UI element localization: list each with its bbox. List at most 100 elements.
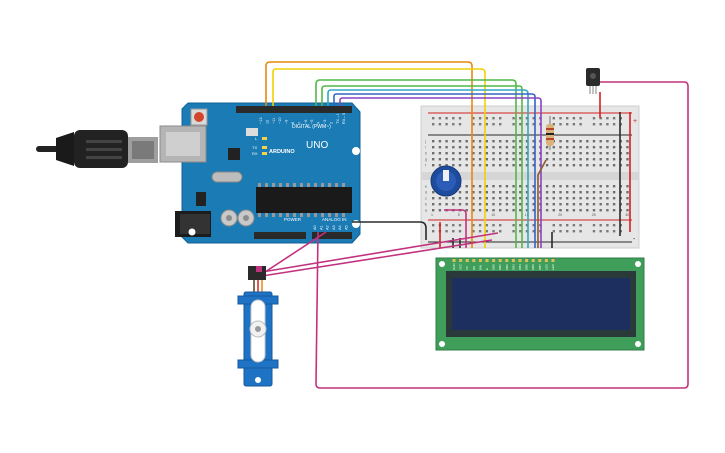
terminal-hole[interactable] [559,140,562,143]
terminal-hole[interactable] [572,158,576,161]
terminal-hole[interactable] [612,152,616,155]
rail-hole[interactable] [592,123,596,126]
terminal-hole[interactable] [458,152,462,155]
rail-hole[interactable] [572,117,576,120]
terminal-hole[interactable] [579,146,582,149]
terminal-hole[interactable] [519,158,522,161]
terminal-hole[interactable] [592,197,596,200]
terminal-hole[interactable] [559,158,562,161]
rail-hole[interactable] [438,123,442,126]
terminal-hole[interactable] [485,191,488,194]
terminal-hole[interactable] [532,146,535,149]
rail-hole[interactable] [432,117,435,120]
terminal-hole[interactable] [492,146,495,149]
terminal-hole[interactable] [452,158,455,161]
terminal-hole[interactable] [586,152,589,155]
rail-hole[interactable] [552,224,555,227]
terminal-hole[interactable] [525,140,529,143]
terminal-hole[interactable] [586,164,589,167]
terminal-hole[interactable] [579,140,582,143]
terminal-hole[interactable] [566,197,569,200]
terminal-hole[interactable] [485,164,488,167]
terminal-hole[interactable] [606,158,609,161]
terminal-hole[interactable] [532,197,535,200]
terminal-hole[interactable] [492,140,495,143]
terminal-hole[interactable] [458,203,462,206]
terminal-hole[interactable] [559,152,562,155]
terminal-hole[interactable] [519,209,522,212]
terminal-hole[interactable] [478,185,482,188]
terminal-hole[interactable] [472,164,475,167]
terminal-hole[interactable] [438,140,442,143]
rail-hole[interactable] [599,230,602,233]
terminal-hole[interactable] [438,203,442,206]
rail-hole[interactable] [478,230,482,233]
terminal-hole[interactable] [458,197,462,200]
terminal-hole[interactable] [532,203,535,206]
terminal-hole[interactable] [465,146,468,149]
terminal-hole[interactable] [512,140,515,143]
terminal-hole[interactable] [579,191,582,194]
rail-hole[interactable] [592,224,596,227]
terminal-hole[interactable] [606,185,609,188]
rail-hole[interactable] [532,224,535,227]
rail-hole[interactable] [579,117,582,120]
rail-hole[interactable] [499,230,502,233]
terminal-hole[interactable] [612,140,616,143]
terminal-hole[interactable] [432,197,435,200]
terminal-hole[interactable] [499,191,502,194]
terminal-hole[interactable] [492,191,495,194]
terminal-hole[interactable] [566,209,569,212]
rail-hole[interactable] [612,123,616,126]
rail-hole[interactable] [485,117,488,120]
lcd-pin[interactable] [492,259,496,262]
terminal-hole[interactable] [492,209,495,212]
terminal-hole[interactable] [499,164,502,167]
rail-hole[interactable] [512,230,515,233]
rail-hole[interactable] [525,224,529,227]
terminal-hole[interactable] [458,146,462,149]
terminal-hole[interactable] [532,158,535,161]
terminal-hole[interactable] [579,164,582,167]
rail-hole[interactable] [532,230,535,233]
terminal-hole[interactable] [472,191,475,194]
terminal-hole[interactable] [432,203,435,206]
rail-hole[interactable] [532,123,535,126]
terminal-hole[interactable] [452,203,455,206]
terminal-hole[interactable] [626,152,629,155]
terminal-hole[interactable] [452,197,455,200]
terminal-hole[interactable] [512,191,515,194]
rail-hole[interactable] [472,123,475,126]
terminal-hole[interactable] [579,152,582,155]
terminal-hole[interactable] [606,197,609,200]
terminal-hole[interactable] [478,158,482,161]
terminal-hole[interactable] [606,140,609,143]
terminal-hole[interactable] [492,185,495,188]
rail-hole[interactable] [485,230,488,233]
terminal-hole[interactable] [505,185,509,188]
terminal-hole[interactable] [559,164,562,167]
rail-hole[interactable] [599,123,602,126]
rail-hole[interactable] [599,224,602,227]
terminal-hole[interactable] [626,197,629,200]
rail-hole[interactable] [512,224,515,227]
terminal-hole[interactable] [519,203,522,206]
terminal-hole[interactable] [432,164,435,167]
terminal-hole[interactable] [559,191,562,194]
terminal-hole[interactable] [612,185,616,188]
terminal-hole[interactable] [492,158,495,161]
rail-hole[interactable] [552,117,555,120]
rail-hole[interactable] [579,123,582,126]
terminal-hole[interactable] [525,197,529,200]
terminal-hole[interactable] [552,152,555,155]
rail-hole[interactable] [478,117,482,120]
rail-hole[interactable] [612,230,616,233]
rail-hole[interactable] [485,224,488,227]
terminal-hole[interactable] [445,146,448,149]
terminal-hole[interactable] [572,140,576,143]
terminal-hole[interactable] [532,191,535,194]
terminal-hole[interactable] [592,185,596,188]
potentiometer-icon[interactable] [430,165,462,197]
terminal-hole[interactable] [499,203,502,206]
terminal-hole[interactable] [478,146,482,149]
